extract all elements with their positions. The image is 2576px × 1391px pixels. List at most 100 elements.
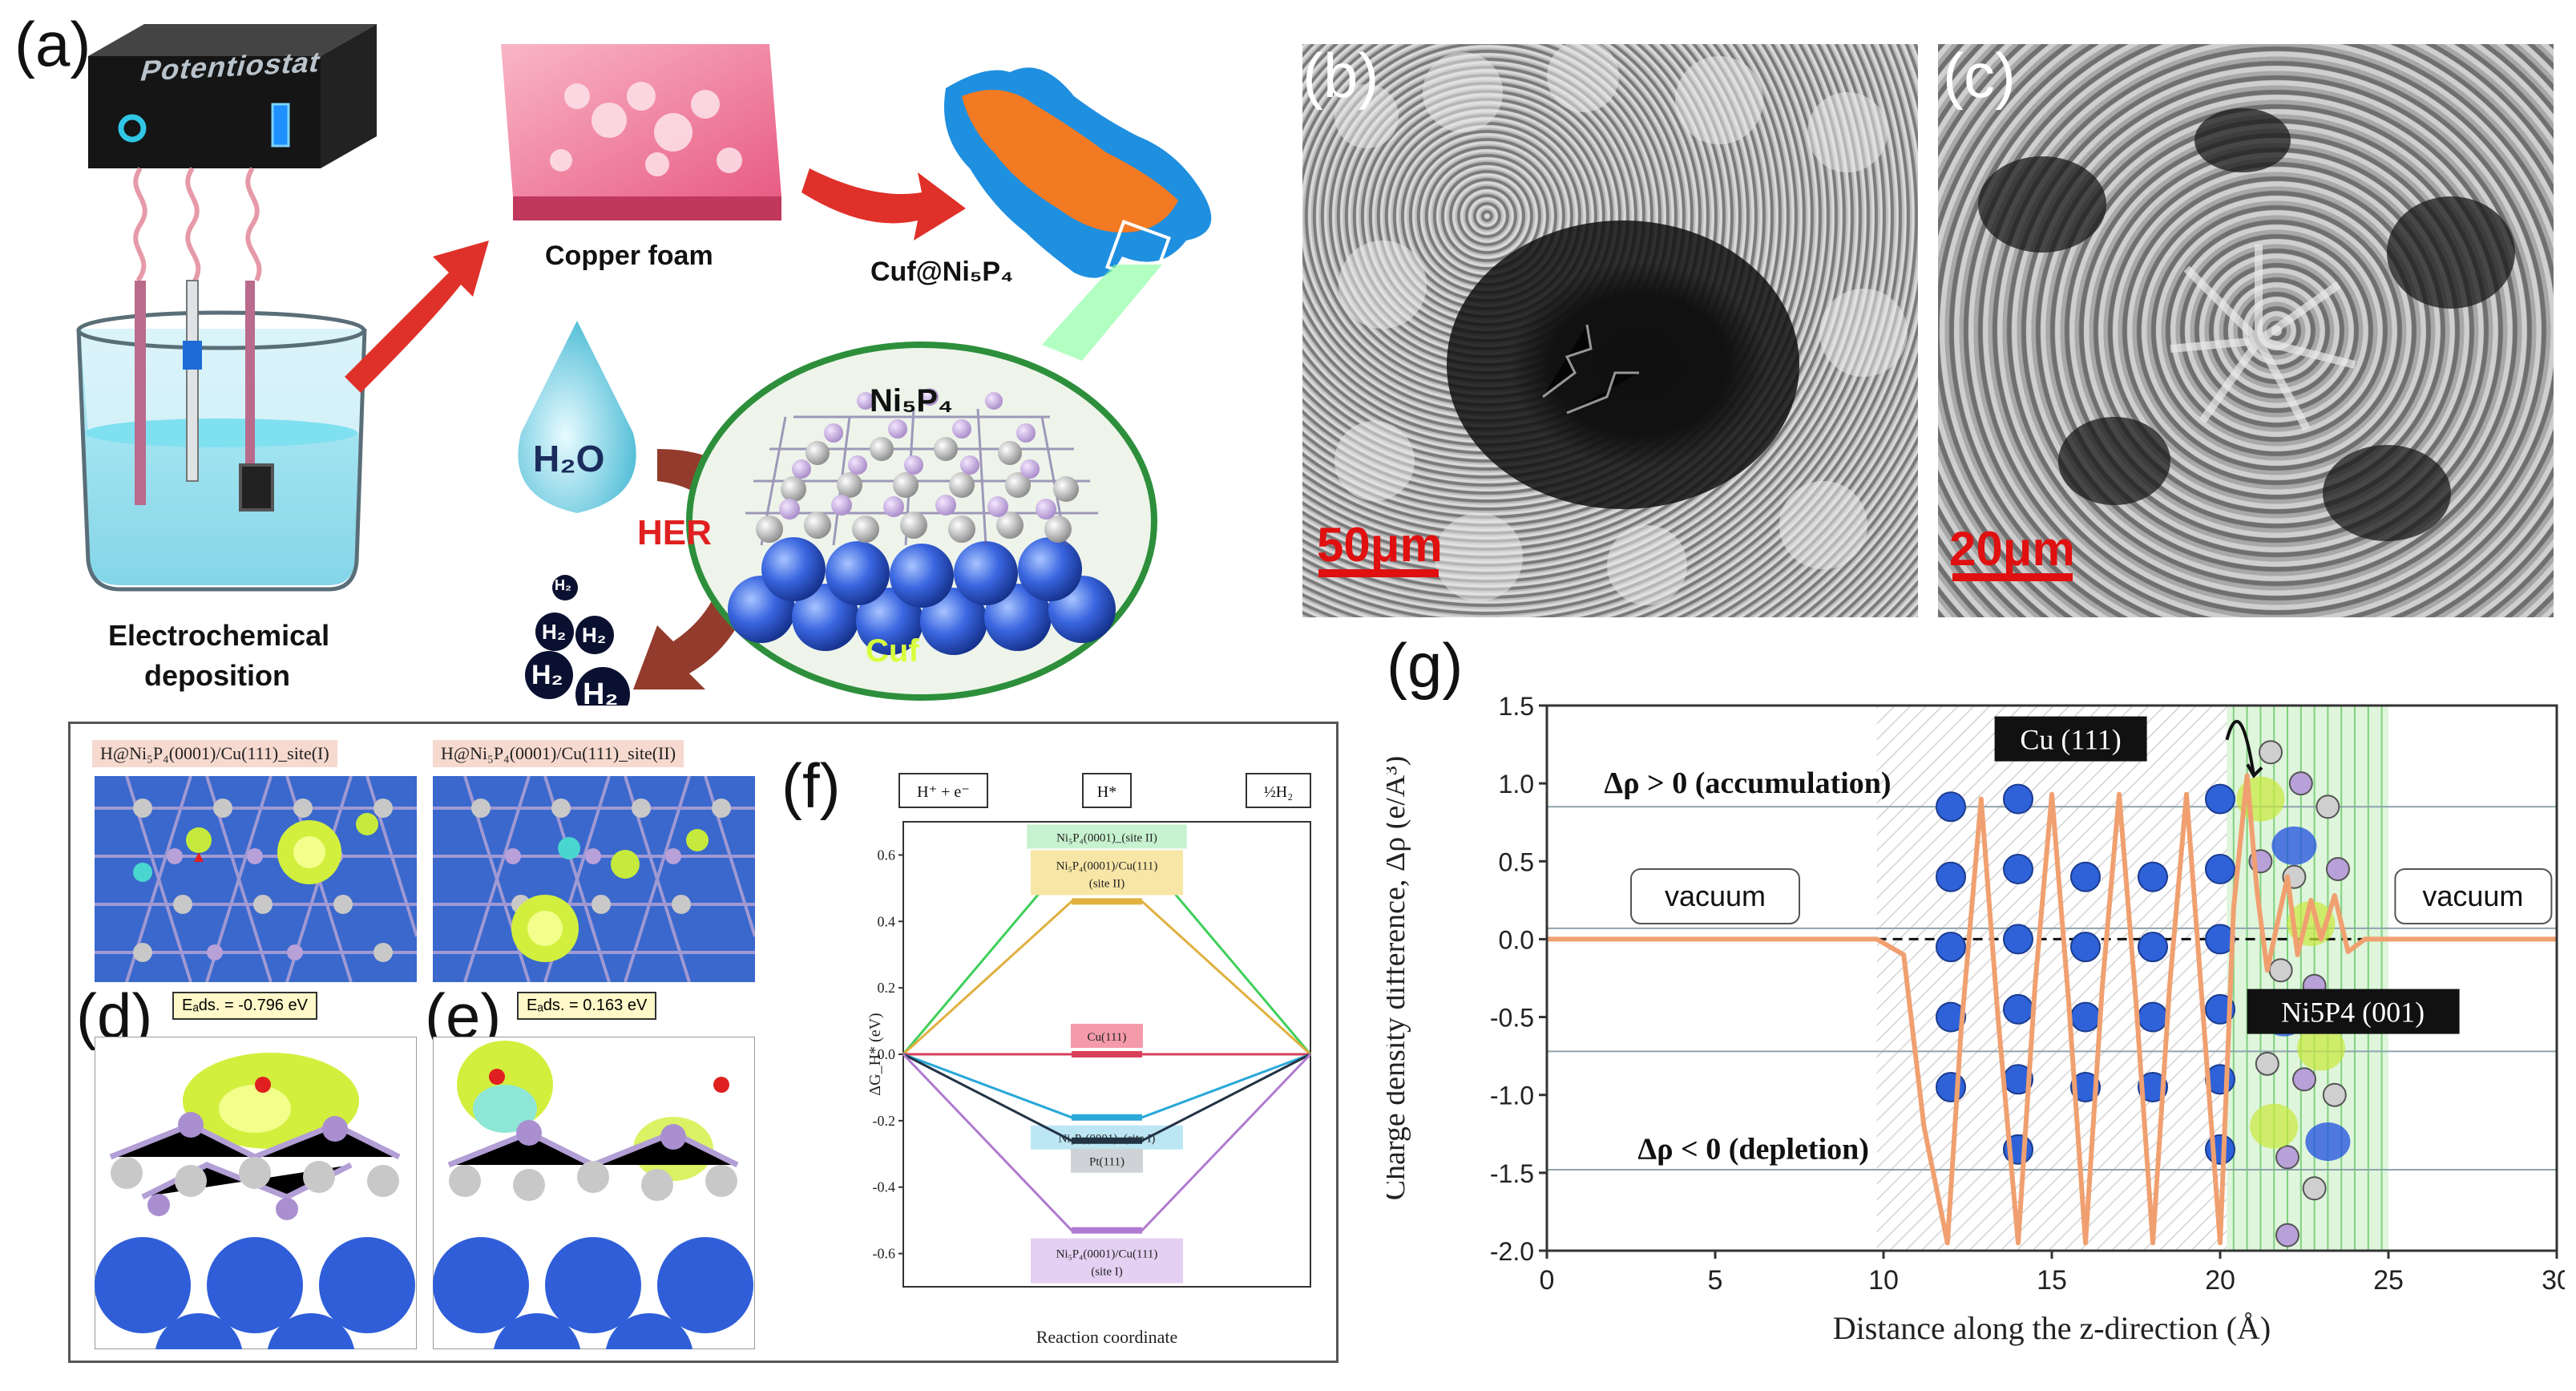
eads-box-e: Eₐds. = 0.163 eV <box>517 992 657 1020</box>
ni5p4-atom-g <box>2302 1176 2327 1201</box>
ni5p4-atom-g <box>2316 795 2340 819</box>
state-label-f: H* <box>1097 783 1116 801</box>
level-tag-f: Pt(111) <box>1089 1156 1124 1169</box>
h2o-label: H₂O <box>533 438 605 479</box>
electrochemical-label-line2: deposition <box>144 659 290 692</box>
cu-atom-g <box>2070 1072 2101 1102</box>
state-label-f: ½H₂ <box>1264 783 1293 801</box>
ytick-label-g: -1.5 <box>1490 1159 1534 1188</box>
ytick-label-g: 1.5 <box>1499 692 1534 721</box>
ylabel-g: Charge density difference, Δρ (e/Å³) <box>1387 756 1411 1201</box>
level-tag-f: Ni₅P₄(0001)_(site II) <box>1056 831 1157 844</box>
charge-density-curve-g <box>1547 773 2557 1246</box>
cu-atom-g <box>2070 861 2101 892</box>
panel-e-sideview <box>433 1037 755 1349</box>
density-lobe-g <box>2250 1103 2299 1149</box>
ytick-label-g: 1.0 <box>1499 770 1534 799</box>
ni5p4-atom-g <box>2275 1145 2299 1170</box>
panel-def-frame <box>68 722 1338 1363</box>
panel-a-illustration <box>76 24 1212 706</box>
level-tag-f: Ni₅P₄(0001)/Cu(111) <box>1056 1248 1158 1261</box>
electrochemical-label-line1: Electrochemical <box>108 619 330 652</box>
cu-atom-g <box>2138 932 2168 963</box>
xtick-label-g: 20 <box>2205 1265 2235 1296</box>
water-drop <box>518 321 636 513</box>
ni-tag-label-g: Ni5P4 (001) <box>2281 997 2425 1029</box>
accumulation-label-g: Δρ > 0 (accumulation) <box>1604 766 1891 800</box>
ytick-label-f: -0.2 <box>873 1113 896 1129</box>
panel-f-label: (f) <box>781 750 841 821</box>
cu-tag-bg-g <box>1994 716 2147 762</box>
ytick-label-f: 0.4 <box>878 913 896 929</box>
cu-atom-g <box>2070 932 2101 963</box>
cu-tag-label-g: Cu (111) <box>2020 724 2121 756</box>
xtick-label-g: 25 <box>2373 1265 2404 1296</box>
ytick-label-g: -1.0 <box>1490 1082 1534 1110</box>
state-label-f: H⁺ + e⁻ <box>917 783 970 801</box>
cu-atom-g <box>2003 924 2033 955</box>
cu-atom-g <box>1936 932 1966 963</box>
ni5p4-label: Ni₅P₄ <box>870 383 954 419</box>
xtick-label-g: 0 <box>1540 1265 1555 1296</box>
state-box-f <box>1246 773 1311 808</box>
beaker <box>76 280 367 592</box>
ytick-label-f: 0.0 <box>878 1046 896 1062</box>
vacuum-right-label-g: vacuum <box>2422 879 2523 912</box>
cu-atom-g <box>2205 854 2235 884</box>
panel-c-label: (c) <box>1943 44 2016 111</box>
h2-label-4: H₂ <box>531 660 563 690</box>
site-tag-d: H@Ni₅P₄(0001)/Cu(111)_site(I) <box>92 740 337 767</box>
cuf-ni5p4-strip <box>944 67 1212 361</box>
cu-atom-g <box>2138 861 2168 892</box>
xtick-label-g: 30 <box>2542 1265 2565 1296</box>
panel-d-sideview <box>95 1037 417 1349</box>
density-lobe-blue-g <box>2271 826 2317 865</box>
ytick-label-g: -0.5 <box>1490 1004 1534 1033</box>
xlabel-g: Distance along the z-direction (Å) <box>1833 1310 2271 1346</box>
sem-texture-b <box>1318 44 1908 605</box>
cuf-ni5p4-label: Cuf@Ni₅P₄ <box>870 257 1014 287</box>
transfer-arrowhead-g <box>2246 763 2263 778</box>
vacuum-left-box-g <box>1630 868 1800 924</box>
cu-atom-g <box>1936 1072 1966 1102</box>
red-arrow-2 <box>801 168 966 241</box>
cu-atom-g <box>1936 1001 1966 1033</box>
panel-b-label: (b) <box>1302 44 1379 111</box>
vacuum-right-box-g <box>2394 868 2553 924</box>
level-tag-f: Ni₅P₄(0001)/Cu(111) <box>1056 859 1158 872</box>
scale-bar-b-label: 50μm <box>1317 518 1443 572</box>
cu-atom-g <box>2003 783 2033 815</box>
ytick-label-f: -0.6 <box>873 1246 896 1262</box>
state-box-f <box>1082 773 1132 808</box>
site-tag-e: H@Ni₅P₄(0001)/Cu(111)_site(II) <box>433 740 684 767</box>
sem-image-c: (c) 20μm <box>1938 44 2554 617</box>
level-tag-bg-f <box>1031 1238 1183 1284</box>
copper-foam-slab <box>501 44 781 220</box>
cuf-label: Cuf <box>866 633 919 669</box>
panel-g-label: (g) <box>1387 630 1464 701</box>
ytick-label-g: 0.5 <box>1499 847 1534 876</box>
chart-f: 0.60.40.20.0-0.2-0.4-0.6H⁺ + e⁻H*½H₂Ni₅P… <box>866 773 1312 1347</box>
xtick-label-g: 10 <box>1868 1265 1899 1296</box>
level-tag-bg-f <box>1071 1148 1143 1173</box>
density-lobe-g <box>2297 1025 2345 1071</box>
level-tag-f: Cu(111) <box>1088 1031 1127 1044</box>
ni5p4-atom-g <box>2255 1051 2279 1076</box>
panel-e-topview <box>433 776 755 982</box>
ytick-label-f: 0.6 <box>878 847 896 863</box>
ni5p4-atom-g <box>2259 740 2283 765</box>
sem-image-b: (b) 50μm <box>1302 44 1918 617</box>
h2-label-2: H₂ <box>542 620 567 644</box>
scale-bar-c-label: 20μm <box>1949 522 2075 576</box>
copper-foam-label: Copper foam <box>545 241 713 271</box>
red-arrow-1 <box>345 241 489 393</box>
h2-label-1: H₂ <box>555 577 571 593</box>
level-tag-f: (site II) <box>1089 877 1125 890</box>
xtick-label-g: 5 <box>1708 1265 1723 1296</box>
ni5p4-atom-g <box>2288 771 2313 796</box>
cu-atom-g <box>1936 791 1966 823</box>
density-lobe-blue-g <box>2305 1122 2351 1161</box>
level-tag-bg-f <box>1027 824 1187 849</box>
level-tag-f: (site I) <box>1091 1266 1123 1279</box>
